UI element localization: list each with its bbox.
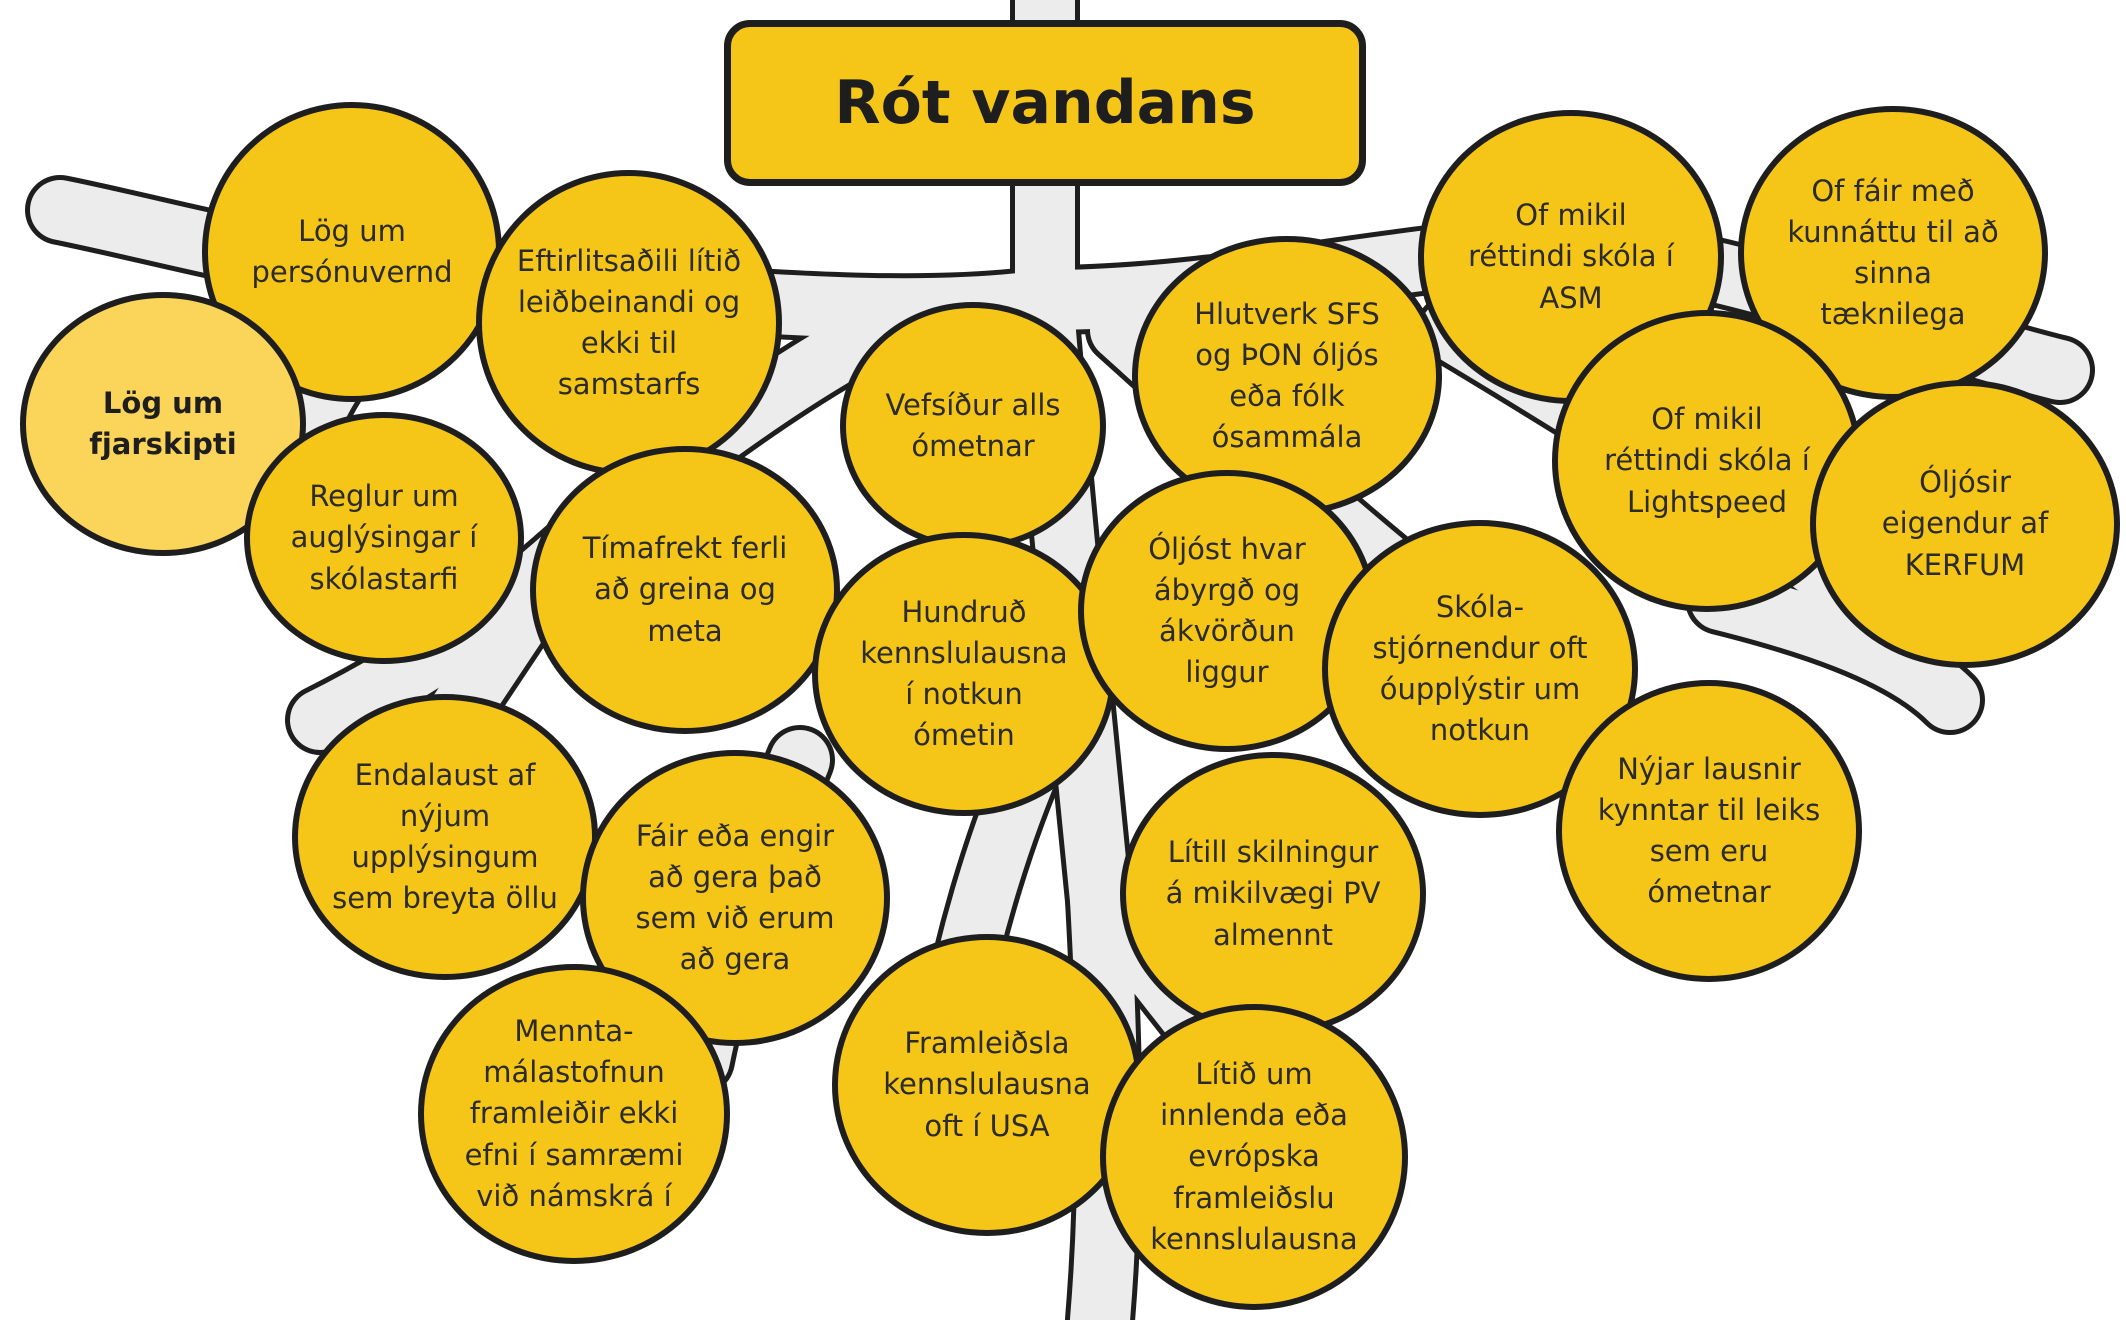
node-unclear-owners: Óljósir eigendur af KERFUM xyxy=(1810,380,2120,668)
node-little-domestic: Lítið um innlenda eða evrópska framleiðs… xyxy=(1100,1004,1408,1310)
node-supervisory-authority: Eftirlitsaðili lítið leiðbeinandi og ekk… xyxy=(476,170,782,476)
node-rights-lightspeed: Of mikil réttindi skóla í Lightspeed xyxy=(1552,310,1862,612)
node-mms-curriculum: Mennta- málastofnun framleiðir ekki efni… xyxy=(418,964,730,1264)
node-time-consuming-process: Tímafrekt ferli að greina og meta xyxy=(530,446,840,734)
node-websites-unevaluated: Vefsíður alls ómetnar xyxy=(840,302,1106,550)
node-hundreds-solutions: Hundruð kennslulausna í notkun ómetin xyxy=(812,532,1116,816)
node-advertising-rules: Reglur um auglýsingar í skólastarfi xyxy=(244,412,524,664)
node-unclear-responsibility: Óljóst hvar ábyrgð og ákvörðun liggur xyxy=(1078,470,1376,752)
node-production-usa: Framleiðsla kennslulausna oft í USA xyxy=(832,934,1142,1236)
node-principals-uninformed: Skóla- stjórnendur oft óupplýstir um not… xyxy=(1322,520,1638,818)
diagram-title: Rót vandans xyxy=(724,20,1366,186)
node-new-solutions: Nýjar lausnir kynntar til leiks sem eru … xyxy=(1556,680,1862,982)
node-little-understanding: Lítill skilningur á mikilvægi PV almennt xyxy=(1120,752,1426,1036)
node-sfs-thon-roles: Hlutverk SFS og ÞON óljós eða fólk ósamm… xyxy=(1132,236,1442,516)
node-endless-information: Endalaust af nýjum upplýsingum sem breyt… xyxy=(292,694,598,980)
node-telecom-law: Lög um fjarskipti xyxy=(20,292,306,556)
